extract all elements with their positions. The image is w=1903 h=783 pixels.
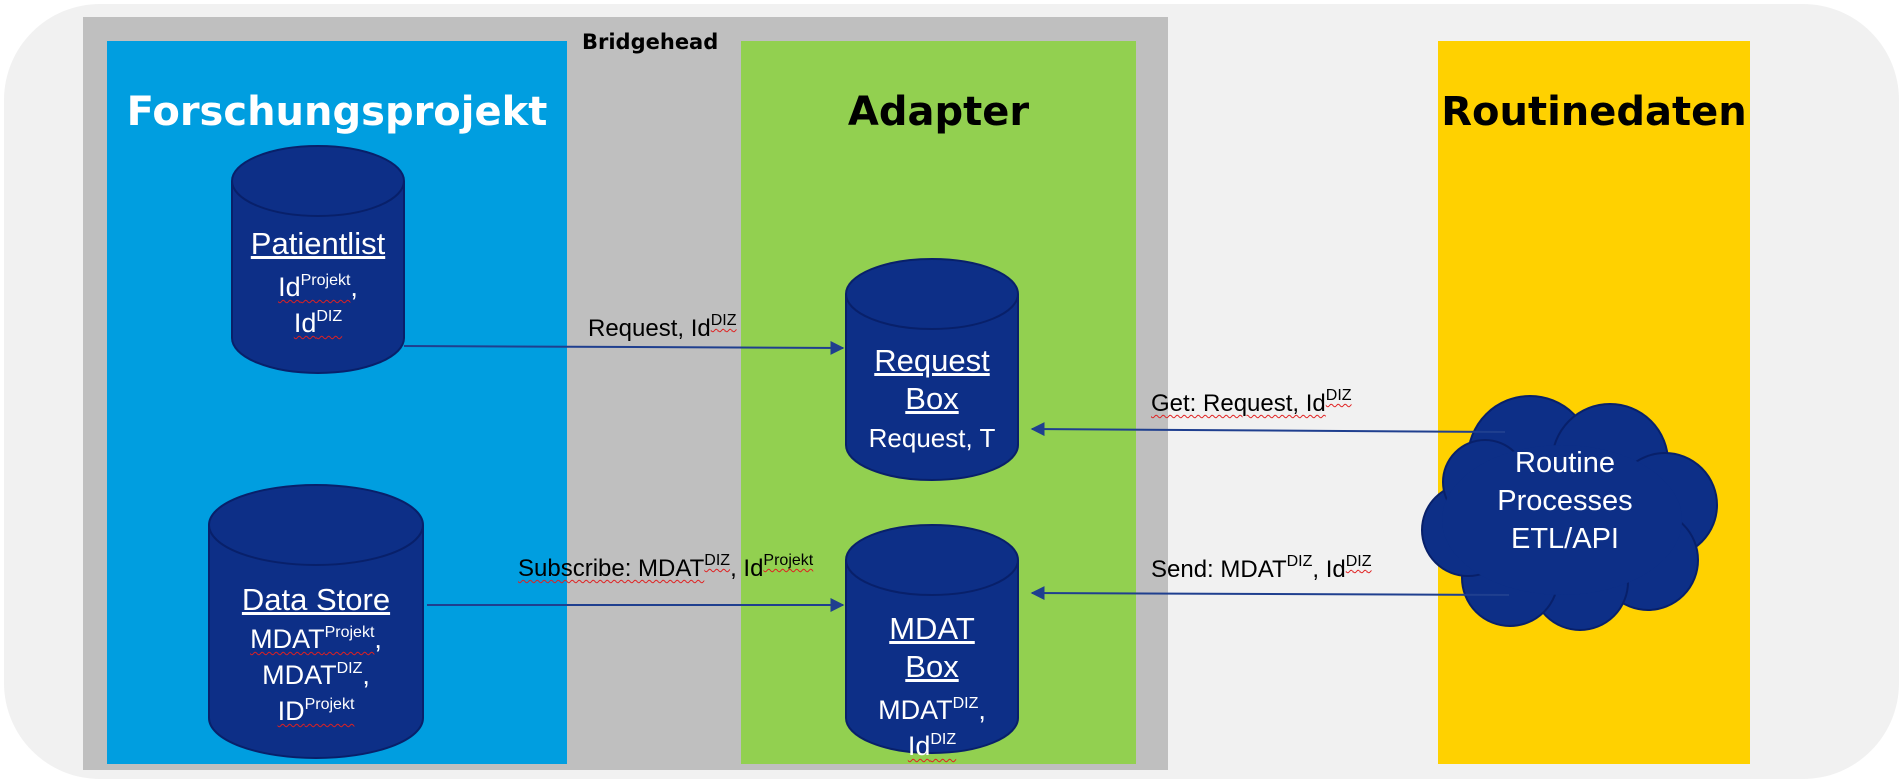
subscribe-edge-sup2: Projekt bbox=[763, 552, 814, 569]
data-store-label: Data Store MDATProjekt, MDATDIZ, IDProje… bbox=[209, 581, 423, 729]
get-arrow bbox=[1030, 422, 1506, 437]
bridgehead-label: Bridgehead bbox=[582, 30, 719, 54]
mdat-box-title-line1: MDAT bbox=[889, 611, 975, 646]
data-store-id-projekt: IDProjekt bbox=[209, 693, 423, 729]
send-edge-text1: Send: MDAT bbox=[1151, 556, 1287, 583]
forschungsprojekt-title: Forschungsprojekt bbox=[126, 89, 548, 135]
data-store-mdat-projekt-sup: Projekt bbox=[324, 624, 375, 641]
request-arrow bbox=[403, 340, 845, 355]
routine-processes-cloud bbox=[1421, 395, 1718, 631]
patientlist-id-diz-base: Id bbox=[293, 308, 317, 338]
adapter-title: Adapter bbox=[847, 89, 1030, 135]
mdat-box-id-diz-sup: DIZ bbox=[930, 731, 957, 748]
mdat-box-label: MDAT Box MDATDIZ, IdDIZ bbox=[846, 610, 1018, 764]
send-edge-sup2: DIZ bbox=[1345, 553, 1372, 570]
patientlist-id-diz-sup: DIZ bbox=[316, 308, 343, 325]
data-store-mdat-diz-suffix: , bbox=[362, 660, 370, 690]
data-store-id-projekt-sup: Projekt bbox=[304, 696, 355, 713]
request-box-label: Request Box Request, T bbox=[846, 342, 1018, 456]
data-store-mdat-projekt-text: MDATProjekt bbox=[250, 624, 374, 654]
patientlist-id-projekt-text: IdProjekt bbox=[278, 272, 350, 302]
routinedaten-title: Routinedaten bbox=[1441, 89, 1747, 135]
mdat-box-id-diz-base: Id bbox=[907, 731, 931, 761]
patientlist-id-projekt: IdProjekt, bbox=[232, 269, 404, 305]
send-edge-text2: , Id bbox=[1312, 556, 1346, 583]
data-store-mdat-projekt-base: MDAT bbox=[250, 624, 325, 654]
patientlist-id-projekt-sup: Projekt bbox=[300, 272, 351, 289]
patientlist-id-diz: IdDIZ bbox=[232, 305, 404, 341]
request-edge-text: Request, Id bbox=[588, 315, 711, 342]
send-edge-label: Send: MDATDIZ, IdDIZ bbox=[1151, 553, 1372, 584]
data-store-title: Data Store bbox=[241, 582, 391, 617]
routine-processes-line3: ETL/API bbox=[1511, 523, 1619, 555]
data-store-cylinder bbox=[208, 484, 424, 759]
request-box-cylinder bbox=[845, 258, 1019, 481]
routine-processes-line1: Routine bbox=[1515, 447, 1615, 479]
data-store-mdat-diz-sup: DIZ bbox=[336, 660, 363, 677]
subscribe-edge-text1: Subscribe: MDAT bbox=[518, 555, 705, 582]
data-store-mdat-diz-base: MDAT bbox=[262, 660, 337, 690]
mdat-box-cylinder bbox=[845, 524, 1019, 754]
request-box-body: Request, T bbox=[868, 423, 996, 453]
request-box-title-line1: Request bbox=[874, 343, 990, 378]
mdat-box-mdat-diz-sup: DIZ bbox=[952, 695, 979, 712]
get-edge-text: Get: Request, Id bbox=[1151, 390, 1326, 417]
subscribe-edge-label: Subscribe: MDATDIZ, IdProjekt bbox=[518, 552, 814, 583]
request-edge-label: Request, IdDIZ bbox=[588, 312, 737, 343]
patientlist-cylinder bbox=[231, 145, 405, 374]
mdat-box-mdat-diz-base: MDAT bbox=[878, 695, 953, 725]
send-arrow bbox=[1030, 586, 1510, 601]
get-edge-sup: DIZ bbox=[1325, 387, 1352, 404]
patientlist-id-projekt-base: Id bbox=[278, 272, 301, 302]
mdat-box-id-diz: IdDIZ bbox=[846, 728, 1018, 764]
data-store-id-projekt-base: ID bbox=[277, 696, 305, 726]
routinedaten-column: Routinedaten bbox=[1438, 41, 1750, 764]
patientlist-label: Patientlist IdProjekt, IdDIZ bbox=[232, 225, 404, 341]
patientlist-title: Patientlist bbox=[250, 226, 386, 261]
mdat-box-title-line2: Box bbox=[905, 649, 959, 684]
data-store-mdat-projekt-suffix: , bbox=[374, 624, 382, 654]
mdat-box-mdat-diz-suffix: , bbox=[978, 695, 986, 725]
data-store-mdat-diz: MDATDIZ, bbox=[209, 657, 423, 693]
data-store-mdat-projekt: MDATProjekt, bbox=[209, 621, 423, 657]
send-edge-sup1: DIZ bbox=[1286, 553, 1313, 570]
data-store-id-projekt-text: IDProjekt bbox=[278, 696, 355, 726]
patientlist-id-diz-text: IdDIZ bbox=[294, 308, 342, 338]
request-box-title-line2: Box bbox=[905, 381, 959, 416]
routine-processes-label: Routine Processes ETL/API bbox=[1440, 444, 1690, 558]
patientlist-id-projekt-suffix: , bbox=[350, 272, 358, 302]
routine-processes-line2: Processes bbox=[1497, 485, 1633, 517]
subscribe-edge-sup1: DIZ bbox=[704, 552, 731, 569]
subscribe-edge-text2: , Id bbox=[730, 555, 764, 582]
request-edge-sup: DIZ bbox=[710, 312, 737, 329]
mdat-box-id-diz-text: IdDIZ bbox=[908, 731, 956, 761]
get-edge-label: Get: Request, IdDIZ bbox=[1151, 387, 1352, 418]
mdat-box-mdat-diz: MDATDIZ, bbox=[846, 692, 1018, 728]
